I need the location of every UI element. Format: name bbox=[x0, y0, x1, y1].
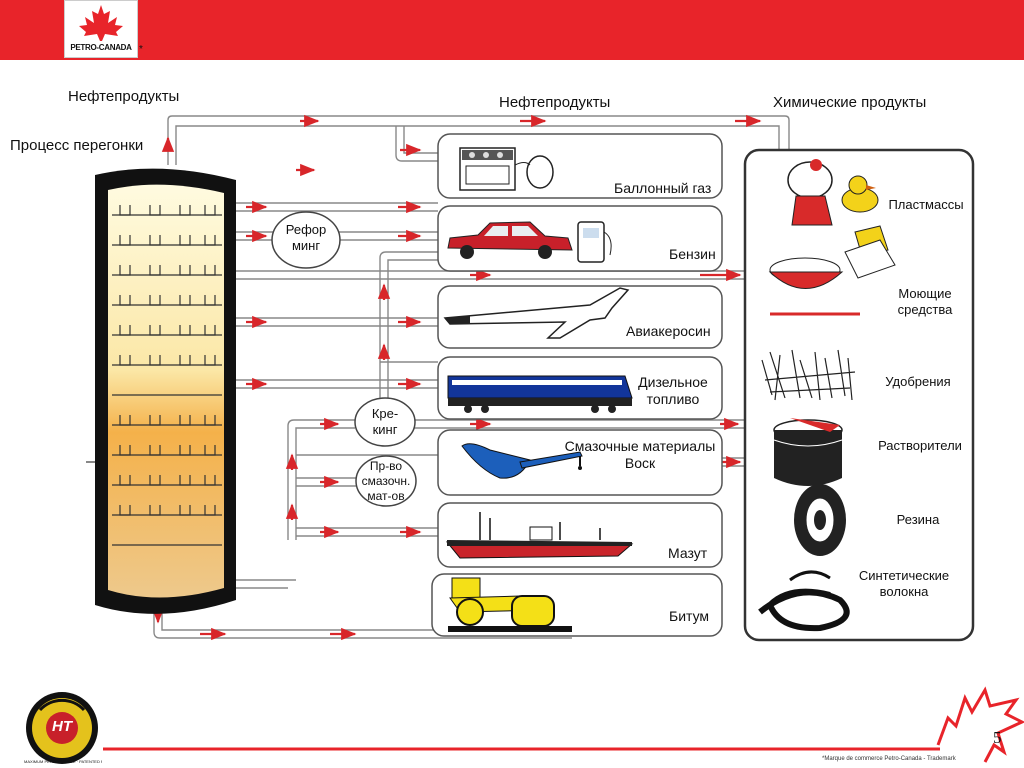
chemical-fertilizers: Удобрения bbox=[885, 374, 951, 389]
airplane-icon bbox=[443, 287, 630, 339]
road-roller-icon bbox=[448, 577, 572, 632]
paint-can-icon bbox=[773, 418, 843, 486]
oil-can-icon bbox=[461, 443, 583, 479]
tire-icon bbox=[794, 484, 846, 556]
fertilizer-icon bbox=[761, 349, 856, 401]
product-lubricants-wax: Смазочные материалы Воск bbox=[564, 438, 716, 471]
brand-trademark-mark: * bbox=[139, 44, 143, 55]
heading-oil-products-left: Нефтепродукты bbox=[68, 88, 180, 105]
chemical-plastics: Пластмассы bbox=[888, 197, 964, 212]
process-lubricants-production: Пр-во смазочн. мат-ов bbox=[361, 459, 411, 503]
heading-chemical-products: Химические продукты bbox=[773, 94, 927, 111]
gas-stove-icon bbox=[459, 147, 554, 191]
header-bar bbox=[0, 0, 1024, 60]
car-icon bbox=[447, 221, 612, 263]
detergent-icon bbox=[768, 239, 896, 316]
product-diesel: Дизельное топливо bbox=[638, 374, 708, 407]
toys-icon bbox=[787, 159, 889, 257]
ship-icon bbox=[445, 512, 634, 559]
product-bitumen: Битум bbox=[669, 608, 710, 624]
locomotive-icon bbox=[447, 375, 633, 413]
product-lpg: Баллонный газ bbox=[614, 180, 712, 196]
chemical-solvents: Растворители bbox=[878, 438, 962, 453]
pipe-network bbox=[153, 115, 790, 639]
chemical-synthetic-fibers: Синтетические волокна bbox=[858, 568, 950, 599]
footer-badge-center: HT bbox=[52, 718, 72, 735]
product-jet-fuel: Авиакеросин bbox=[626, 323, 711, 339]
process-nodes bbox=[271, 211, 417, 507]
maple-outline-icon bbox=[936, 686, 1024, 763]
heading-distillation-process: Процесс перегонки bbox=[10, 137, 144, 154]
fiber-coil-icon bbox=[758, 570, 850, 632]
footer-badge-icon bbox=[26, 692, 98, 764]
page-number: 5 bbox=[993, 728, 1002, 747]
footer-badge-text: MAXIMUM PERFORMANCE · PATENTED PURITY PR… bbox=[24, 759, 102, 764]
chemical-detergents: Моющие средства bbox=[897, 286, 953, 317]
brand-name: PETRO-CANADA bbox=[70, 43, 132, 52]
maple-leaf-icon bbox=[79, 5, 123, 41]
process-reforming: Рефор минг bbox=[285, 222, 327, 253]
process-cracking: Кре- кинг bbox=[371, 406, 399, 437]
footer-trademark: *Marque de commerce Petro-Canada - Trade… bbox=[822, 756, 956, 762]
petro-canada-logo[interactable]: PETRO-CANADA bbox=[64, 0, 138, 58]
distillation-column bbox=[86, 168, 236, 614]
chemical-rubber: Резина bbox=[896, 512, 940, 527]
heading-oil-products: Нефтепродукты bbox=[499, 94, 611, 111]
product-gasoline: Бензин bbox=[669, 246, 716, 262]
product-fuel-oil: Мазут bbox=[668, 545, 708, 561]
